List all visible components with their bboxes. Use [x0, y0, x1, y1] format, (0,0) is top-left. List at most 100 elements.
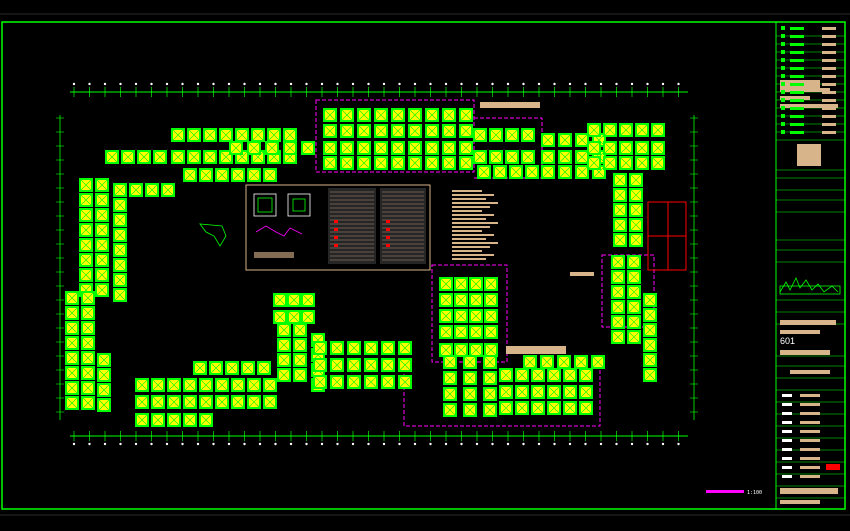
title-block-rows: [776, 26, 845, 504]
axis-bubble: [429, 442, 432, 446]
footing-cross: [440, 278, 452, 290]
footing-cross: [522, 151, 534, 163]
footing-cross: [341, 142, 353, 154]
table-marker: [386, 220, 390, 223]
footing-cross: [302, 311, 314, 323]
title-block-cell: [800, 448, 820, 451]
axis-bubble: [320, 82, 324, 86]
axis-bubble: [181, 442, 184, 446]
note-line: [506, 346, 566, 354]
footing-cross: [284, 129, 296, 141]
footing-cross: [375, 109, 387, 121]
footing-cross: [516, 386, 528, 398]
note-line: [570, 272, 594, 276]
footing-cross: [96, 209, 108, 221]
footing-cross: [399, 342, 411, 354]
footing-cross: [444, 404, 456, 416]
footing-cross: [636, 142, 648, 154]
axis-bubble: [661, 82, 665, 86]
title-block-cell: [781, 90, 785, 94]
footing-cross: [278, 339, 290, 351]
footing-cross: [66, 322, 78, 334]
footing-cross: [628, 286, 640, 298]
footing-cross: [114, 214, 126, 226]
grid-axes: [56, 82, 698, 446]
footing-cross: [96, 269, 108, 281]
red-zone: [647, 201, 687, 271]
axis-bubble: [584, 442, 587, 446]
axis-bubble: [537, 82, 541, 86]
title-block-cell: [781, 74, 785, 78]
footing-cross: [80, 254, 92, 266]
title-block-cell: [822, 115, 836, 118]
axis-bubble: [413, 82, 417, 86]
axis-bubble: [382, 82, 386, 86]
footing-cross: [226, 362, 238, 374]
title-block-cell: [800, 466, 820, 469]
footing-cross: [168, 396, 180, 408]
note-line: [452, 206, 490, 208]
title-block-cell: [782, 394, 792, 397]
footing-cross: [612, 286, 624, 298]
footing-cross: [580, 386, 592, 398]
footing-cross: [375, 142, 387, 154]
footing-cross: [96, 239, 108, 251]
title-block-cell: [782, 448, 792, 451]
footing-cross: [114, 289, 126, 301]
title-block-cell: [822, 131, 836, 134]
footing-cross: [216, 396, 228, 408]
footing-cross: [114, 229, 126, 241]
axis-bubble: [165, 82, 169, 86]
footing-cross: [409, 142, 421, 154]
footing-cross: [216, 379, 228, 391]
title-block-text: [780, 488, 838, 494]
footing-cross: [188, 151, 200, 163]
title-block-cell: [782, 457, 792, 460]
footing-cross: [620, 142, 632, 154]
table-marker: [386, 228, 390, 231]
footing-cross: [500, 386, 512, 398]
note-line: [452, 190, 482, 192]
scale-text: 1:100: [747, 490, 762, 496]
axis-bubble: [367, 82, 370, 86]
footing-cross: [644, 339, 656, 351]
axis-bubble: [88, 82, 91, 86]
footing-cross: [268, 129, 280, 141]
footing-cross: [392, 157, 404, 169]
title-block-text: [790, 370, 830, 374]
footing-cross: [278, 324, 290, 336]
title-block-cell: [781, 66, 785, 70]
footing-cross: [294, 339, 306, 351]
footing-cross: [485, 294, 497, 306]
footing-cross: [443, 125, 455, 137]
title-block-cell: [790, 35, 804, 38]
axis-bubble: [243, 82, 246, 86]
footing-cross: [426, 125, 438, 137]
footing-cross: [426, 157, 438, 169]
footing-cross: [264, 396, 276, 408]
footing-cross: [82, 397, 94, 409]
footing-cross: [136, 396, 148, 408]
axis-bubble: [227, 82, 231, 86]
footing-cross: [580, 402, 592, 414]
title-block-cell: [822, 83, 836, 86]
title-block-cell: [790, 99, 804, 102]
title-block-cell: [782, 412, 792, 415]
axis-bubble: [320, 442, 324, 446]
footing-cross: [409, 125, 421, 137]
footing-cross: [630, 189, 642, 201]
footing-cross: [80, 239, 92, 251]
note-line: [452, 202, 498, 204]
footing-cross: [628, 316, 640, 328]
footing-cross: [612, 331, 624, 343]
footing-cross: [440, 294, 452, 306]
footing-cross: [510, 166, 522, 178]
footing-cross: [114, 199, 126, 211]
axis-bubble: [119, 82, 122, 86]
footing-cross: [184, 396, 196, 408]
footing-cross: [409, 157, 421, 169]
footing-cross: [548, 402, 560, 414]
footing-cross: [455, 294, 467, 306]
footing-cross: [136, 379, 148, 391]
